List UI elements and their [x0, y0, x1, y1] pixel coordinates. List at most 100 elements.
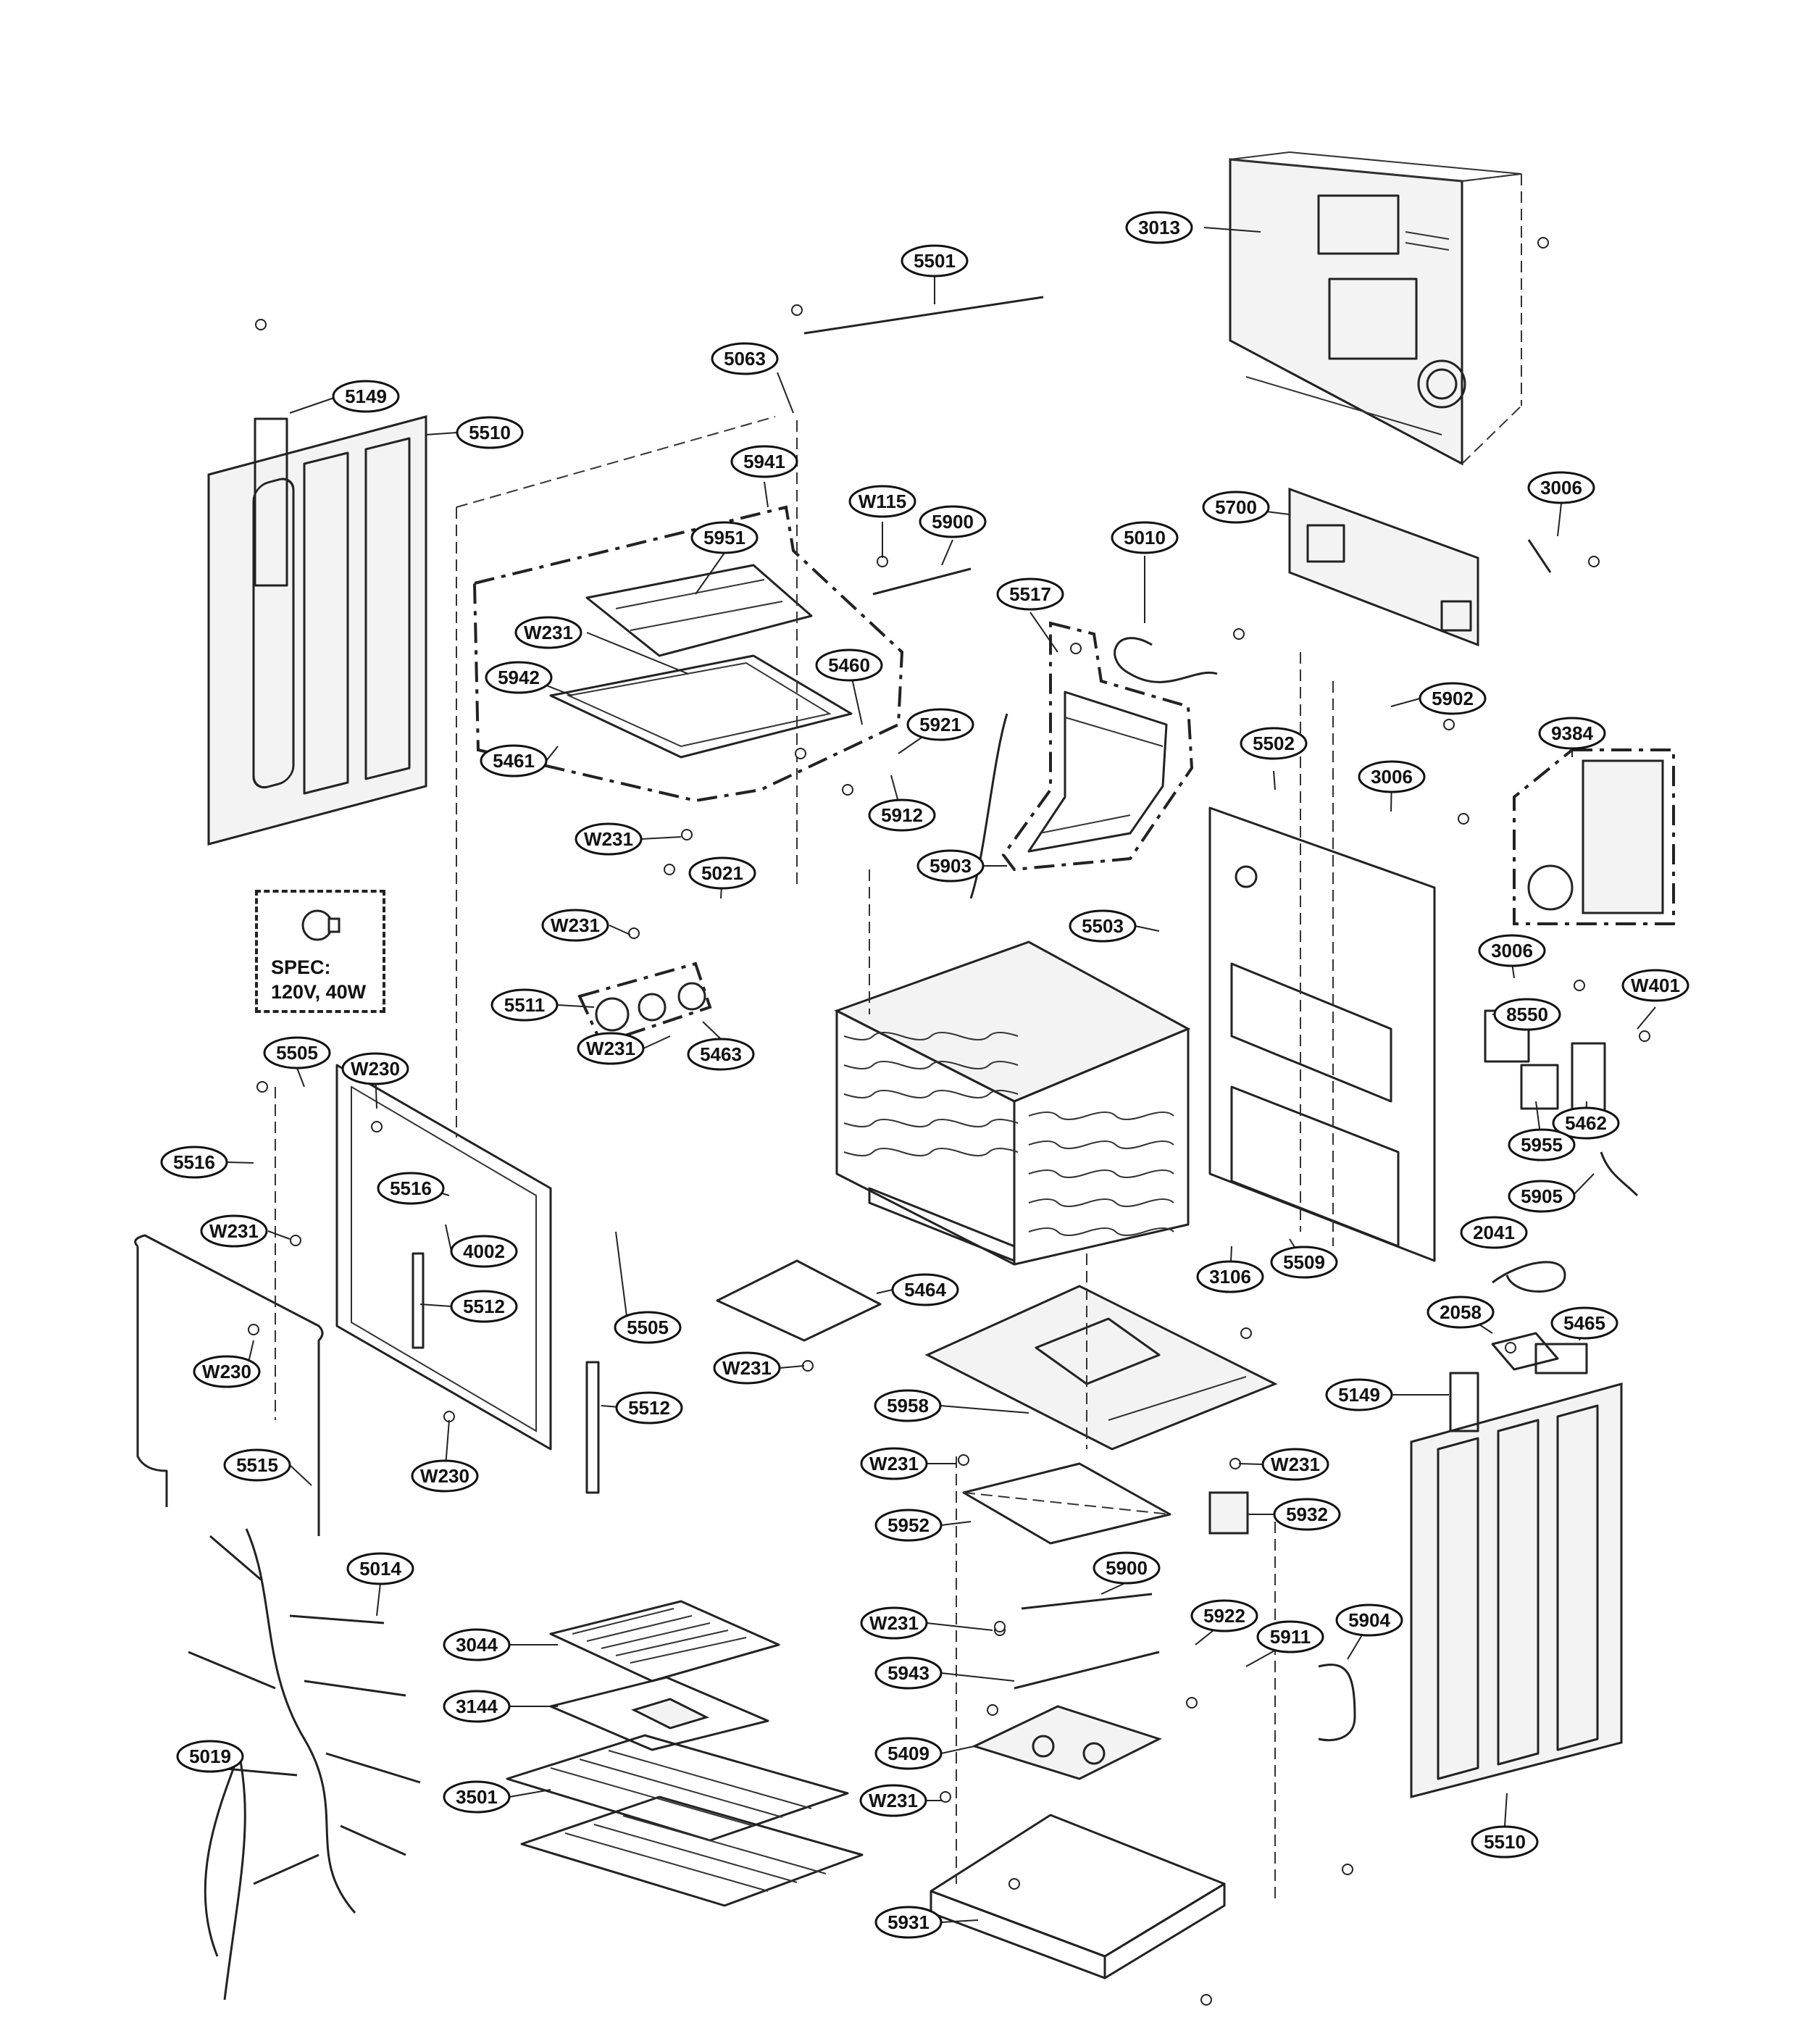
svg-text:5921: 5921: [919, 714, 961, 735]
svg-text:5951: 5951: [703, 527, 745, 548]
callout-5464: 5464: [891, 1273, 959, 1306]
svg-text:8550: 8550: [1506, 1004, 1548, 1025]
svg-text:3106: 3106: [1209, 1266, 1251, 1288]
rear-back-panel-3013: [1229, 151, 1522, 466]
bulb-icon: [301, 909, 341, 941]
callout-5958: 5958: [874, 1389, 942, 1422]
callout-w231-g: W231: [860, 1447, 928, 1480]
callout-w231-d: W231: [577, 1032, 645, 1065]
oven-cavity: [834, 940, 1191, 1266]
callout-5516-a: 5516: [160, 1146, 228, 1179]
svg-text:W115: W115: [859, 491, 907, 512]
tube-5904: [1318, 1664, 1356, 1742]
callout-5509: 5509: [1270, 1246, 1338, 1279]
bottom-plate-5409: [971, 1705, 1162, 1780]
svg-text:2041: 2041: [1473, 1222, 1515, 1243]
svg-text:5943: 5943: [887, 1662, 930, 1684]
svg-text:5505: 5505: [276, 1042, 318, 1064]
callout-5512-b: 5512: [615, 1391, 683, 1424]
valve-5900-top: [872, 567, 972, 596]
callout-5063: 5063: [711, 342, 779, 375]
callout-5409: 5409: [874, 1737, 943, 1770]
bar-5943: [1014, 1651, 1160, 1690]
callout-w231-i: W231: [860, 1606, 928, 1640]
svg-text:W231: W231: [586, 1038, 635, 1059]
svg-text:W230: W230: [202, 1361, 251, 1382]
callout-5010: 5010: [1111, 521, 1179, 554]
svg-text:5510: 5510: [1484, 1831, 1526, 1853]
callout-5021: 5021: [688, 856, 756, 890]
assembly-guide-lines: [275, 416, 1276, 1898]
svg-text:5516: 5516: [390, 1177, 432, 1199]
door-gasket-5515: [134, 1234, 324, 1536]
callout-w401: W401: [1621, 969, 1689, 1002]
callout-5902: 5902: [1419, 682, 1487, 715]
callout-w231-a: W231: [514, 616, 582, 649]
svg-text:3144: 3144: [456, 1695, 498, 1717]
bottom-panel-5958: [924, 1285, 1278, 1451]
svg-text:5516: 5516: [173, 1151, 215, 1173]
callout-5461: 5461: [480, 744, 548, 777]
svg-text:W231: W231: [584, 828, 633, 850]
callout-3006-top: 3006: [1527, 471, 1595, 504]
tube-5903: [969, 713, 1008, 899]
svg-text:5463: 5463: [700, 1043, 742, 1065]
callout-5501: 5501: [901, 244, 969, 278]
svg-text:W401: W401: [1631, 975, 1680, 996]
svg-text:3006: 3006: [1491, 940, 1533, 961]
svg-text:5460: 5460: [828, 654, 870, 676]
terminal-block-2058: [1491, 1332, 1588, 1375]
callout-5517: 5517: [996, 577, 1064, 611]
svg-text:5942: 5942: [498, 667, 540, 688]
callout-5942: 5942: [485, 661, 553, 694]
svg-text:5700: 5700: [1215, 496, 1257, 518]
component-5932: [1208, 1491, 1249, 1535]
callout-2058: 2058: [1427, 1296, 1495, 1329]
callout-8550: 8550: [1493, 998, 1561, 1031]
callout-5515: 5515: [223, 1448, 291, 1482]
callout-5905: 5905: [1508, 1180, 1576, 1213]
callout-3006-mid: 3006: [1358, 760, 1426, 793]
lamp-assembly-5511: [577, 961, 712, 1046]
callout-3106: 3106: [1196, 1260, 1264, 1293]
component-5955: [1520, 1064, 1559, 1110]
callout-5900-bottom: 5900: [1093, 1551, 1161, 1585]
callout-5511: 5511: [490, 988, 559, 1022]
svg-text:W230: W230: [420, 1465, 469, 1487]
svg-text:5010: 5010: [1124, 527, 1166, 548]
callout-5903: 5903: [916, 849, 985, 883]
svg-text:5063: 5063: [724, 348, 766, 370]
callout-w231-c: W231: [541, 909, 609, 942]
svg-text:W231: W231: [869, 1453, 919, 1474]
callout-5462: 5462: [1552, 1106, 1620, 1140]
svg-text:3013: 3013: [1138, 217, 1180, 238]
svg-text:3006: 3006: [1371, 766, 1413, 788]
callout-5149-bottom: 5149: [1325, 1378, 1393, 1411]
callout-5460: 5460: [815, 648, 883, 682]
broiler-pan-3144: [549, 1676, 769, 1751]
callout-5904: 5904: [1335, 1603, 1403, 1637]
callout-5700: 5700: [1202, 491, 1270, 524]
callout-w231-h: W231: [1261, 1448, 1329, 1481]
svg-text:5512: 5512: [628, 1397, 670, 1419]
callout-5019: 5019: [176, 1740, 244, 1773]
svg-text:4002: 4002: [463, 1240, 505, 1262]
svg-text:W231: W231: [524, 622, 573, 643]
svg-text:W231: W231: [869, 1612, 919, 1634]
callout-5516-b: 5516: [377, 1172, 445, 1205]
side-panel-right-5510: [1410, 1372, 1623, 1798]
svg-text:5510: 5510: [469, 422, 511, 443]
callout-5465: 5465: [1550, 1306, 1618, 1340]
callout-5941: 5941: [730, 445, 798, 478]
svg-text:W231: W231: [551, 914, 600, 936]
rod-5501: [803, 296, 1044, 335]
callout-w231-f: W231: [713, 1351, 781, 1385]
svg-text:5511: 5511: [504, 994, 545, 1016]
callout-5149-top: 5149: [332, 380, 400, 413]
svg-text:3501: 3501: [456, 1786, 498, 1808]
plate-5464: [716, 1259, 882, 1342]
svg-text:5931: 5931: [887, 1911, 930, 1933]
svg-text:W230: W230: [351, 1058, 400, 1080]
svg-text:5902: 5902: [1432, 688, 1474, 709]
svg-text:5911: 5911: [1270, 1626, 1311, 1648]
